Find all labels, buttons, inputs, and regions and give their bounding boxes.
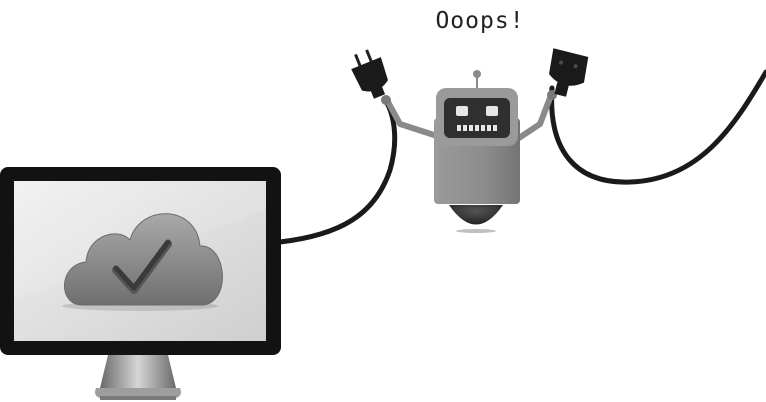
power-socket-icon: [549, 48, 589, 97]
power-plug-icon: [351, 49, 388, 99]
robot-icon: [381, 70, 557, 233]
monitor-cable: [277, 97, 398, 245]
wall-cable: [549, 69, 766, 185]
cloud-check-icon: [62, 213, 223, 311]
error-message: Ooops!: [435, 8, 525, 34]
